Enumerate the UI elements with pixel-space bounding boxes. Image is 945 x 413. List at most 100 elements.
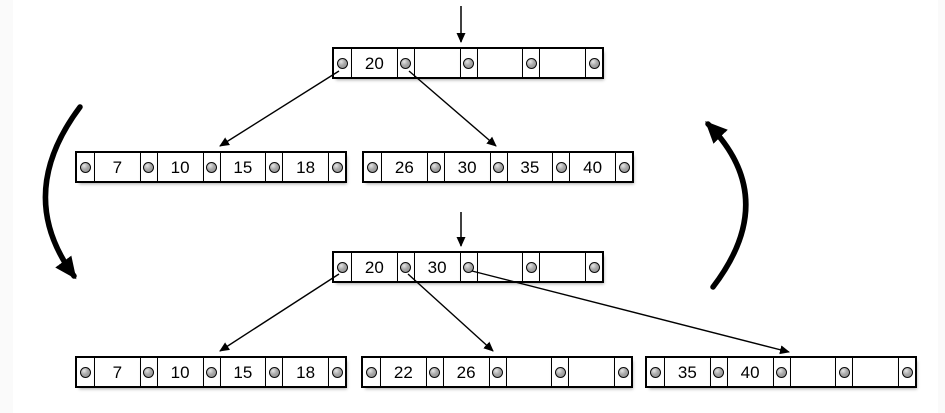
pointer-dot-icon [337,261,348,273]
key-slot: 7 [94,153,140,181]
pointer-dot-icon [143,366,155,378]
pointer-slot [614,358,631,386]
pointer-dot-icon [366,366,377,378]
pointer-slot [77,358,94,386]
node-after-left-child: 7 10 15 18 [75,356,347,388]
page-gutter-right [938,0,945,413]
key-slot [476,49,523,77]
pointer-arrow-after-root-to-right [471,270,790,355]
pointer-dot-icon [650,366,661,378]
pointer-slot [328,358,345,386]
key-slot: 15 [219,153,266,181]
pointer-dot-icon [80,161,91,173]
pointer-arrow-before-root-to-right [408,70,497,147]
key-slot [539,253,585,281]
node-before-right-child: 26 30 35 40 [362,151,634,183]
pointer-dot-icon [838,366,850,378]
pointer-slot [459,49,477,77]
pointer-dot-icon [400,57,412,69]
pointer-dot-icon [429,366,441,378]
pointer-slot [139,358,157,386]
pointer-slot [709,358,727,386]
pointer-arrow-before-root-to-left [219,70,340,147]
key-slot [539,49,585,77]
key-slot: 40 [569,153,615,181]
key-slot [476,253,523,281]
pointer-arrow-after-root-to-middle [407,273,494,352]
key-slot: 26 [381,153,427,181]
key-slot: 30 [413,253,460,281]
pointer-dot-icon [430,161,442,173]
pointer-dot-icon [901,366,913,378]
pointer-dot-icon [206,366,217,378]
key-slot: 20 [351,253,397,281]
pointer-slot [426,153,444,181]
node-before-root: 20 [332,47,604,79]
key-slot: 26 [442,358,489,386]
pointer-slot [202,358,220,386]
pointer-slot [772,358,790,386]
pointer-dot-icon [617,366,629,378]
pointer-dot-icon [493,161,504,173]
pointer-dot-icon [143,161,155,173]
pointer-slot [396,49,414,77]
key-slot: 22 [380,358,426,386]
key-slot [568,358,614,386]
pointer-dot-icon [337,57,348,69]
pointer-slot [489,153,507,181]
key-slot: 20 [351,49,397,77]
node-after-middle-child: 22 26 [361,356,633,388]
pointer-dot-icon [713,366,725,378]
key-slot: 15 [219,358,266,386]
pointer-slot [898,358,915,386]
pointer-dot-icon [80,366,91,378]
pointer-slot [647,358,664,386]
pointer-slot [522,49,540,77]
key-slot: 30 [443,153,490,181]
pointer-dot-icon [400,261,412,273]
node-before-left-child: 7 10 15 18 [75,151,347,183]
key-slot: 18 [282,358,328,386]
key-slot [852,358,898,386]
pointer-slot [585,49,602,77]
pointer-dot-icon [555,161,567,173]
pointer-dot-icon [776,366,787,378]
pointer-slot [364,153,381,181]
pointer-slot [202,153,220,181]
key-slot: 35 [506,153,553,181]
key-slot: 18 [282,153,328,181]
pointer-slot [488,358,506,386]
pointer-dot-icon [268,366,280,378]
pointer-slot [265,153,283,181]
pointer-slot [363,358,380,386]
pointer-dot-icon [367,161,378,173]
pointer-dot-icon [588,57,600,69]
page-gutter-left [0,0,13,413]
transform-arrow-right [705,121,749,290]
pointer-dot-icon [525,261,537,273]
pointer-dot-icon [525,57,537,69]
transform-arrow-left [42,104,83,280]
pointer-slot [334,253,351,281]
pointer-dot-icon [206,161,217,173]
pointer-slot [425,358,443,386]
key-slot: 35 [664,358,710,386]
key-slot [505,358,552,386]
key-slot: 10 [156,358,203,386]
pointer-slot [396,253,414,281]
pointer-dot-icon [463,57,474,69]
pointer-dot-icon [268,161,280,173]
pointer-slot [459,253,477,281]
pointer-slot [328,153,345,181]
pointer-slot [77,153,94,181]
pointer-slot [139,153,157,181]
node-after-root: 20 30 [332,251,604,283]
pointer-dot-icon [618,161,630,173]
pointer-slot [522,253,540,281]
pointer-dot-icon [554,366,566,378]
key-slot [789,358,836,386]
pointer-slot [552,153,570,181]
node-after-right-child: 35 40 [645,356,917,388]
pointer-arrow-after-root-to-left [219,273,340,352]
